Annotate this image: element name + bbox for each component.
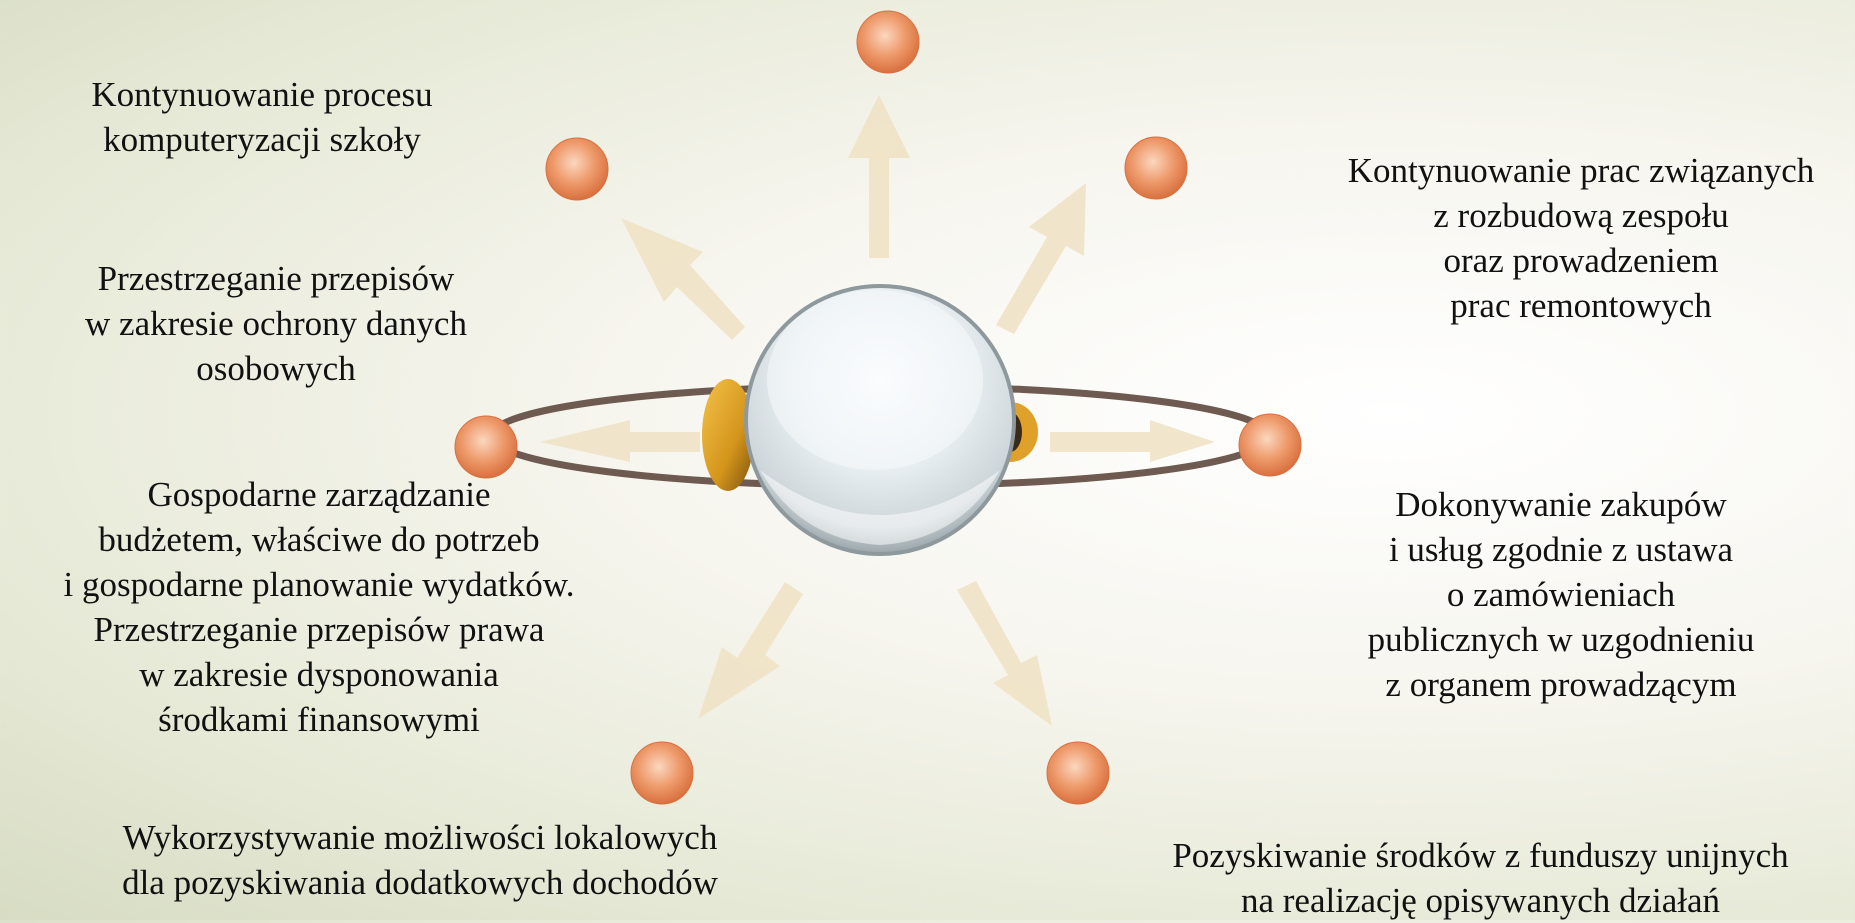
arrow-upper-left bbox=[621, 218, 745, 340]
label-line: Przestrzeganie przepisów prawa bbox=[14, 607, 624, 652]
label-lower-right: Pozyskiwanie środków z funduszy unijnych… bbox=[1108, 833, 1853, 923]
label-line: Kontynuowanie prac związanych bbox=[1308, 148, 1854, 193]
label-line: z rozbudową zespołu bbox=[1308, 193, 1854, 238]
label-line: z organem prowadzącym bbox=[1316, 662, 1806, 707]
arrow-upper-right bbox=[996, 183, 1086, 334]
label-line: i gospodarne planowanie wydatków. bbox=[14, 562, 624, 607]
label-line: w zakresie ochrony danych bbox=[46, 301, 506, 346]
node-upper-left bbox=[546, 138, 608, 200]
label-line: Dokonywanie zakupów bbox=[1316, 482, 1806, 527]
label-line: budżetem, właściwe do potrzeb bbox=[14, 517, 624, 562]
arrow-lower-right bbox=[957, 581, 1052, 726]
arrow-lower-left bbox=[698, 582, 803, 719]
node-top bbox=[857, 11, 919, 73]
arrow-up bbox=[848, 95, 910, 258]
node-lower-left bbox=[631, 742, 693, 804]
arrow-right bbox=[1050, 420, 1215, 462]
label-line: w zakresie dysponowania bbox=[14, 652, 624, 697]
label-line: dla pozyskiwania dodatkowych dochodów bbox=[60, 860, 780, 905]
label-line: oraz prowadzeniem bbox=[1308, 238, 1854, 283]
label-line: osobowych bbox=[46, 346, 506, 391]
label-line: komputeryzacji szkoły bbox=[82, 117, 442, 162]
label-lower-left-b: Wykorzystywanie możliwości lokalowych dl… bbox=[60, 815, 780, 905]
label-line: prac remontowych bbox=[1308, 283, 1854, 328]
label-lower-left-a: Gospodarne zarządzanie budżetem, właściw… bbox=[14, 472, 624, 742]
label-line: Wykorzystywanie możliwości lokalowych bbox=[60, 815, 780, 860]
label-line: środkami finansowymi bbox=[14, 697, 624, 742]
label-line: na realizację opisywanych działań bbox=[1108, 878, 1853, 923]
label-line: Kontynuowanie procesu bbox=[82, 72, 442, 117]
label-upper-right: Kontynuowanie prac związanych z rozbudow… bbox=[1308, 148, 1854, 328]
node-lower-right bbox=[1047, 742, 1109, 804]
label-left: Przestrzeganie przepisów w zakresie ochr… bbox=[46, 256, 506, 391]
label-line: i usług zgodnie z ustawa bbox=[1316, 527, 1806, 572]
label-line: Gospodarne zarządzanie bbox=[14, 472, 624, 517]
arrow-left bbox=[540, 420, 700, 462]
label-line: publicznych w uzgodnieniu bbox=[1316, 617, 1806, 662]
node-left bbox=[455, 416, 517, 478]
label-line: o zamówieniach bbox=[1316, 572, 1806, 617]
label-line: Przestrzeganie przepisów bbox=[46, 256, 506, 301]
sphere-highlight bbox=[767, 290, 983, 470]
label-right: Dokonywanie zakupów i usług zgodnie z us… bbox=[1316, 482, 1806, 707]
node-right bbox=[1239, 414, 1301, 476]
node-upper-right bbox=[1125, 137, 1187, 199]
label-upper-left: Kontynuowanie procesu komputeryzacji szk… bbox=[82, 72, 442, 162]
label-line: Pozyskiwanie środków z funduszy unijnych bbox=[1108, 833, 1853, 878]
